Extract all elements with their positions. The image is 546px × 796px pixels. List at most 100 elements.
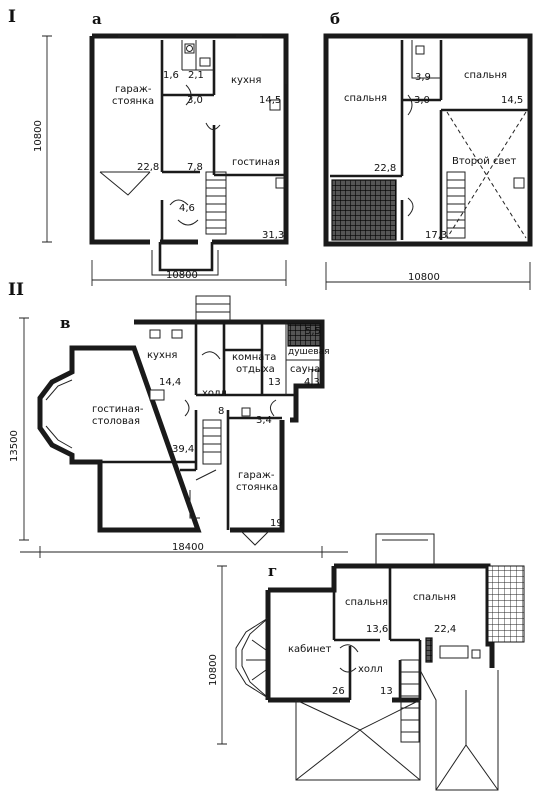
plan-b-area-stair: 17,3 bbox=[425, 230, 447, 241]
plan-v-rest-label-1: комната bbox=[232, 352, 276, 363]
plan-b-bedroom-right-label: спальня bbox=[464, 70, 507, 81]
plan-g-wc bbox=[471, 649, 481, 659]
plan-v-shower-walls bbox=[285, 322, 322, 395]
plan-a-horizontal-dimension: 10800 bbox=[166, 270, 198, 281]
plan-v-area-sauna: 4,3 bbox=[304, 377, 320, 388]
plan-v: в кухня комната отдыха душ bbox=[9, 295, 348, 558]
plan-b-horizontal-dimension: 10800 bbox=[408, 272, 440, 283]
plan-v-stove bbox=[171, 329, 183, 339]
plan-g-terrace-hatch bbox=[487, 565, 525, 643]
plan-a-area-living: 31,3 bbox=[262, 230, 284, 241]
plan-a-kitchen-label: кухня bbox=[231, 75, 261, 86]
plan-v-garage-door bbox=[239, 529, 271, 546]
plan-b-area-hall: 3,0 bbox=[414, 95, 430, 106]
plan-g-letter: г bbox=[268, 562, 277, 580]
plan-g-bedroom-right-label: спальня bbox=[413, 592, 456, 603]
plan-g-door-swings bbox=[339, 644, 359, 673]
plan-b-area-bedroom-left: 22,8 bbox=[374, 163, 396, 174]
plan-a-bath-walls bbox=[181, 40, 214, 71]
plan-a-garage-label-2: стоянка bbox=[112, 96, 154, 107]
plan-g-bay-mullions bbox=[241, 619, 267, 697]
plan-a-door-swings bbox=[169, 84, 221, 226]
plan-b-horizontal-dimension-line bbox=[325, 262, 531, 290]
plan-g-area-bedroom-left: 13,6 bbox=[366, 624, 388, 635]
plan-a-area-hall: 3,0 bbox=[187, 95, 203, 106]
plan-v-kitchen-sink bbox=[149, 329, 161, 339]
plan-b-stairs bbox=[446, 171, 466, 239]
plan-g-top-balcony bbox=[375, 533, 435, 566]
plan-v-rest-label-2: отдыха bbox=[236, 364, 275, 375]
plan-a-letter: а bbox=[92, 10, 102, 28]
plan-v-outer-wall bbox=[37, 319, 325, 533]
plan-a-windows bbox=[118, 35, 287, 84]
plan-g-stairs bbox=[400, 659, 420, 743]
plan-a-garage-door bbox=[99, 171, 151, 196]
plan-v-living-label-2: столовая bbox=[92, 416, 140, 427]
plan-v-inner-walls bbox=[100, 322, 296, 530]
plan-g-hall-label: холл bbox=[358, 664, 383, 675]
plan-g: г спальня спальня кабинет холл 13,6 22,4… bbox=[208, 533, 525, 791]
plan-g-study-label: кабинет bbox=[288, 644, 332, 655]
plan-v-vertical-dimension-line bbox=[19, 317, 29, 541]
plan-v-hall-label: холл bbox=[202, 388, 227, 399]
plan-g-area-hall: 13 bbox=[380, 686, 393, 697]
plan-b-wc bbox=[415, 45, 425, 55]
plan-a-sink bbox=[199, 57, 211, 67]
plan-v-kitchen-label: кухня bbox=[147, 350, 177, 361]
plan-g-area-bedroom-right: 22,4 bbox=[434, 624, 456, 635]
plan-g-vertical-dimension-line bbox=[217, 565, 227, 745]
plan-b-bedroom-left-label: спальня bbox=[344, 93, 387, 104]
plan-v-garage-label-2: стоянка bbox=[236, 482, 278, 493]
plan-g-roof-right bbox=[419, 669, 499, 791]
plan-a-area-garage: 22,8 bbox=[137, 162, 159, 173]
plan-a-stove bbox=[269, 99, 281, 111]
plan-v-door-swings bbox=[184, 351, 277, 417]
plan-v-top-steps bbox=[195, 295, 231, 321]
plan-a: а гараж- стоянка кухня гостиная 1,6 2,1 bbox=[33, 10, 289, 286]
plan-b-terrace-hatch bbox=[331, 179, 397, 241]
plan-b-door-swings bbox=[407, 94, 414, 217]
plan-v-sauna-heater bbox=[311, 369, 319, 385]
plan-b-second-light-label: Второй свет bbox=[452, 156, 516, 167]
plan-a-vestibule bbox=[158, 242, 214, 272]
plan-a-garage-label-1: гараж- bbox=[115, 84, 152, 95]
section-label-one: I bbox=[8, 7, 16, 27]
plan-b-letter: б bbox=[330, 10, 340, 28]
plan-v-sauna-label: сауна bbox=[290, 364, 320, 375]
plan-a-outer-wall bbox=[89, 33, 289, 245]
plan-g-area-study: 26 bbox=[332, 686, 345, 697]
plan-a-area-entry: 4,6 bbox=[179, 203, 195, 214]
plan-v-bay-window bbox=[45, 379, 73, 449]
plan-b-inner-walls bbox=[330, 40, 528, 240]
plan-g-roof-left bbox=[295, 699, 421, 781]
plan-a-area-bath: 1,6 bbox=[163, 70, 179, 81]
plan-a-area-wc: 2,1 bbox=[188, 70, 204, 81]
plan-b-area-bath: 3,9 bbox=[415, 72, 431, 83]
plan-v-area-rest: 13 bbox=[268, 377, 281, 388]
plan-b-outer-wall bbox=[323, 33, 533, 247]
plan-g-vertical-dimension: 10800 bbox=[208, 654, 219, 686]
plan-a-vertical-dimension: 10800 bbox=[33, 120, 44, 152]
plan-v-area-wc: 3,4 bbox=[256, 415, 272, 426]
plan-a-inner-walls bbox=[160, 40, 286, 242]
plan-a-vertical-dimension-line bbox=[42, 35, 52, 243]
plan-v-area-shower: 5,5 bbox=[305, 326, 321, 337]
plan-v-stairs bbox=[202, 419, 222, 465]
plan-v-fireplace bbox=[149, 389, 165, 401]
plan-v-shower-tiles bbox=[287, 323, 321, 347]
plan-v-shower-label: душевая bbox=[288, 347, 330, 357]
plan-v-horizontal-dimension: 18400 bbox=[172, 542, 204, 553]
plan-v-garage-label-1: гараж- bbox=[238, 470, 275, 481]
plan-v-horizontal-dimension-line bbox=[20, 546, 348, 558]
plan-a-living-label: гостиная bbox=[232, 157, 280, 168]
plan-v-area-hall: 8 bbox=[218, 406, 224, 417]
plan-a-porch bbox=[151, 250, 219, 276]
plan-v-living-label-1: гостиная- bbox=[92, 404, 144, 415]
plan-v-letter: в bbox=[60, 314, 70, 332]
plan-g-bathtub bbox=[439, 645, 469, 659]
plan-a-fireplace bbox=[275, 177, 285, 189]
plan-v-wc bbox=[241, 407, 251, 417]
plan-a-stairs bbox=[205, 171, 227, 235]
plan-a-horizontal-dimension-line bbox=[91, 260, 287, 286]
plan-v-area-living: 39,4 bbox=[172, 444, 194, 455]
